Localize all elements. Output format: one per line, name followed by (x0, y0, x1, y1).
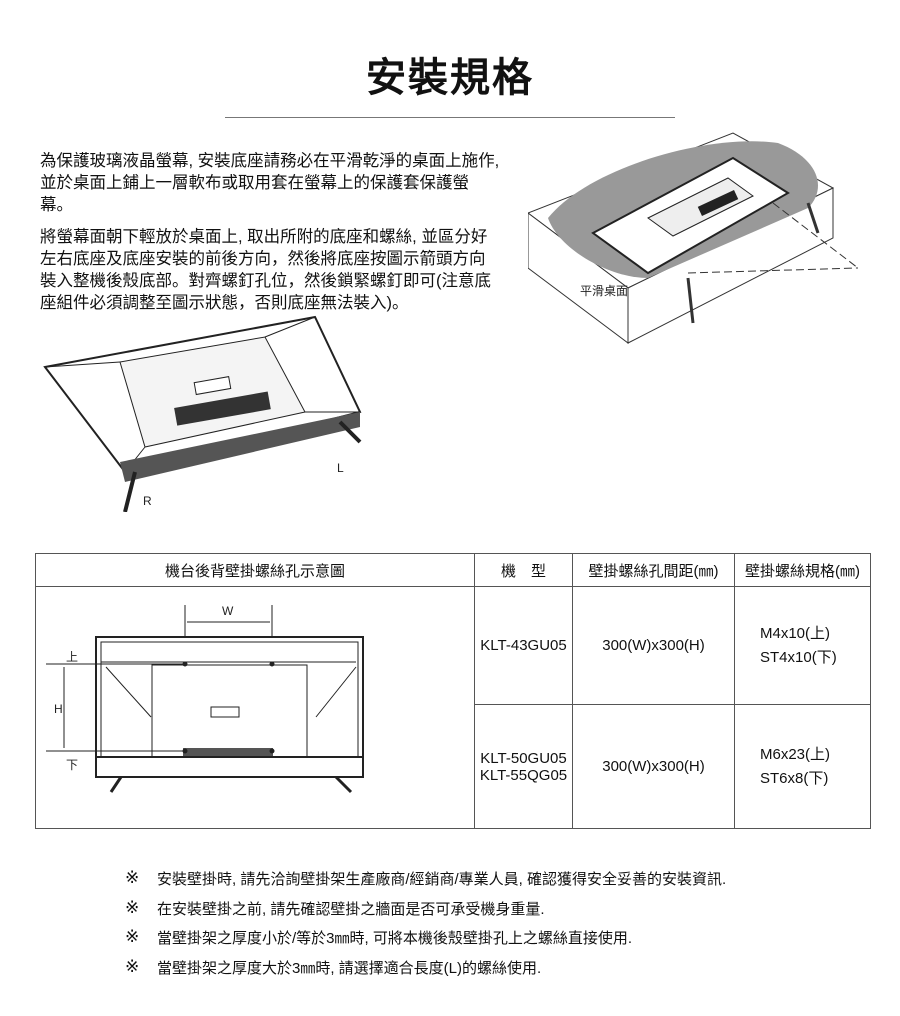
table-row: W 上 H 下 (35, 586, 871, 829)
left-stand-label: L (337, 461, 344, 475)
notes-list: ※ 安裝壁掛時, 請先洽詢壁掛架生產廠商/經銷商/專業人員, 確認獲得安全妥善的安… (125, 868, 726, 986)
width-label: W (222, 604, 234, 618)
reference-mark-icon: ※ (125, 897, 140, 917)
screw-spec-bottom: ST4x10(下) (760, 648, 837, 666)
wall-mount-spec-table: 機台後背壁掛螺絲孔示意圖 機 型 壁掛螺絲孔間距(㎜) 壁掛螺絲規格(㎜) W (35, 553, 871, 829)
note-text: 當壁掛架之厚度小於/等於3㎜時, 可將本機後殼壁掛孔上之螺絲直接使用. (157, 930, 633, 947)
spacing-cell: 300(W)x300(H) (572, 586, 735, 705)
tv-on-table-illustration: 平滑桌面 (528, 132, 859, 344)
model-name: KLT-43GU05 (480, 637, 567, 654)
screw-spec-top: M4x10(上) (760, 624, 831, 642)
header-spacing: 壁掛螺絲孔間距(㎜) (572, 553, 735, 587)
note-item: ※ 在安裝壁掛之前, 請先確認壁掛之牆面是否可承受機身重量. (125, 898, 726, 928)
table-header-row: 機台後背壁掛螺絲孔示意圖 機 型 壁掛螺絲孔間距(㎜) 壁掛螺絲規格(㎜) (35, 553, 871, 587)
model-cell: KLT-50GU05 KLT-55QG05 (474, 704, 573, 829)
screw-spec-top: M6x23(上) (760, 745, 831, 763)
right-stand-label: R (143, 494, 152, 508)
note-text: 安裝壁掛時, 請先洽詢壁掛架生產廠商/經銷商/專業人員, 確認獲得安全妥善的安裝… (157, 871, 727, 888)
reference-mark-icon: ※ (125, 927, 140, 946)
spacing-cell: 300(W)x300(H) (572, 704, 735, 829)
bottom-label: 下 (66, 758, 78, 772)
note-text: 當壁掛架之厚度大於3㎜時, 請選擇適合長度(L)的螺絲使用. (157, 959, 542, 977)
reference-mark-icon: ※ (125, 956, 140, 976)
screw-spec-cell: M6x23(上) ST6x8(下) (734, 704, 871, 829)
paragraph-install-stand: 將螢幕面朝下輕放於桌面上, 取出所附的底座和螺絲, 並區分好左右底座及底座安裝的… (40, 228, 491, 312)
title-divider (225, 117, 675, 118)
page-title: 安裝規格 (366, 56, 534, 100)
note-item: ※ 當壁掛架之厚度小於/等於3㎜時, 可將本機後殼壁掛孔上之螺絲直接使用. (125, 927, 726, 957)
header-model: 機 型 (474, 553, 573, 587)
table-row: KLT-50GU05 KLT-55QG05 300(W)x300(H) M6x2… (36, 704, 871, 829)
note-item: ※ 當壁掛架之厚度大於3㎜時, 請選擇適合長度(L)的螺絲使用. (125, 957, 726, 987)
reference-mark-icon: ※ (125, 868, 140, 887)
model-name: KLT-55QG05 (479, 766, 568, 784)
mount-hole-diagram: W 上 H 下 (46, 604, 364, 794)
tv-back-stands-illustration: R L (43, 315, 362, 512)
header-diagram: 機台後背壁掛螺絲孔示意圖 (35, 553, 475, 587)
model-cell: KLT-43GU05 (474, 586, 573, 705)
screw-spec-bottom: ST6x8(下) (760, 769, 829, 787)
mount-hole-diagram-cell: W 上 H 下 (35, 586, 475, 829)
note-text: 在安裝壁掛之前, 請先確認壁掛之牆面是否可承受機身重量. (157, 900, 545, 918)
table-surface-label: 平滑桌面 (580, 284, 628, 298)
model-name: KLT-50GU05 (480, 749, 567, 767)
paragraph-protect-screen: 為保護玻璃液晶螢幕, 安裝底座請務必在平滑乾淨的桌面上施作, 並於桌面上鋪上一層… (40, 152, 500, 214)
top-label: 上 (66, 650, 78, 664)
note-item: ※ 安裝壁掛時, 請先洽詢壁掛架生產廠商/經銷商/專業人員, 確認獲得安全妥善的安… (125, 868, 726, 898)
header-screw-spec: 壁掛螺絲規格(㎜) (734, 553, 871, 587)
height-label: H (54, 702, 63, 716)
screw-spec-cell: M4x10(上) ST4x10(下) (734, 586, 871, 705)
